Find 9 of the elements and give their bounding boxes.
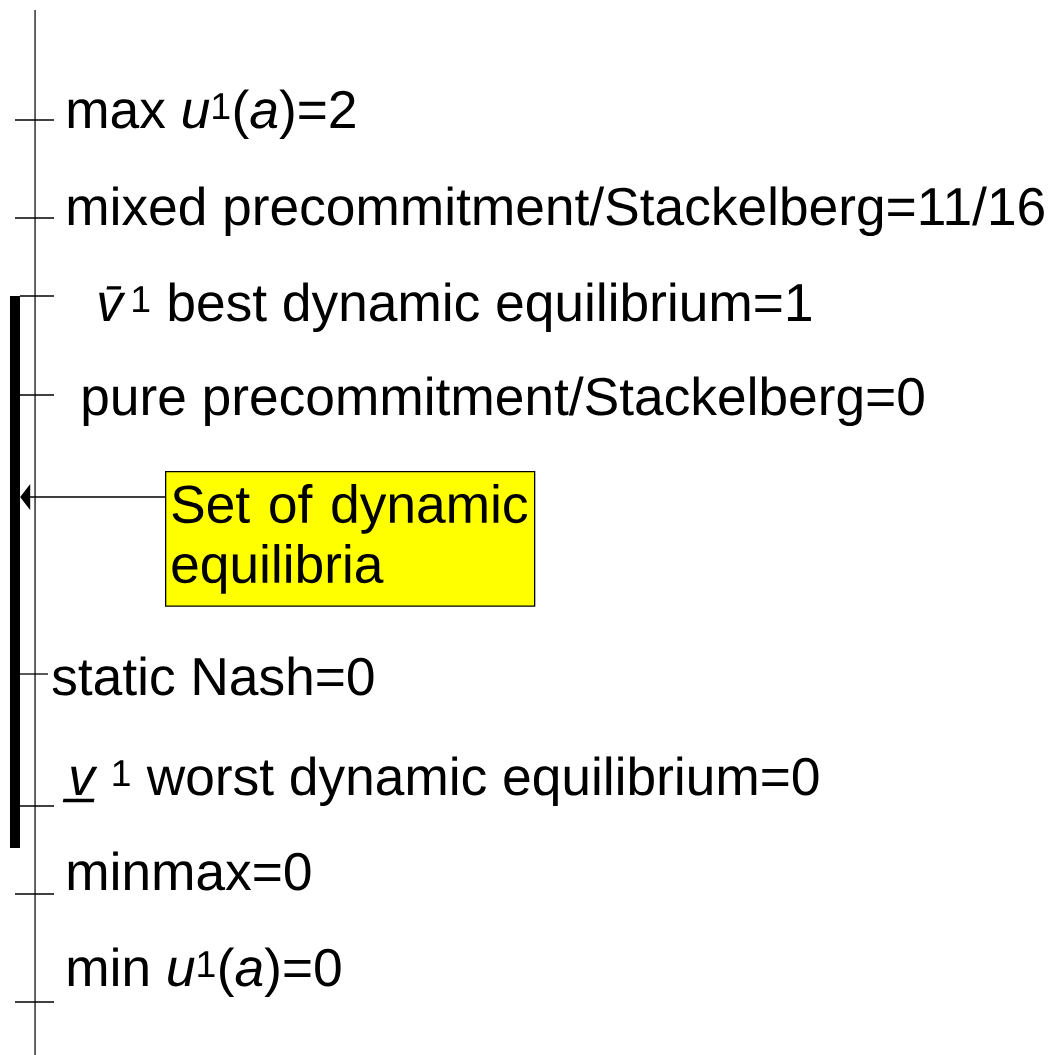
tick-label: v̲$^{1}$ worst dynamic equilibrium=0 — [62, 756, 819, 807]
callout-box: Set of dynamic equilibria — [165, 471, 536, 607]
tick-label: static Nash=0 — [52, 656, 374, 696]
tick-label: v̄$^{1}$ best dynamic equilibrium=1 — [99, 282, 811, 333]
tick-label: mixed precommitment/Stackelberg=11/16 — [68, 186, 1044, 237]
tick-label: pure precommitment/Stackelberg=0 — [83, 376, 924, 427]
tick-label: min u$^{1}$(a)=0 — [68, 947, 341, 998]
tick-label: minmax=0 — [68, 851, 311, 891]
tick-label: max u$^{1}$(a)=2 — [68, 89, 355, 140]
